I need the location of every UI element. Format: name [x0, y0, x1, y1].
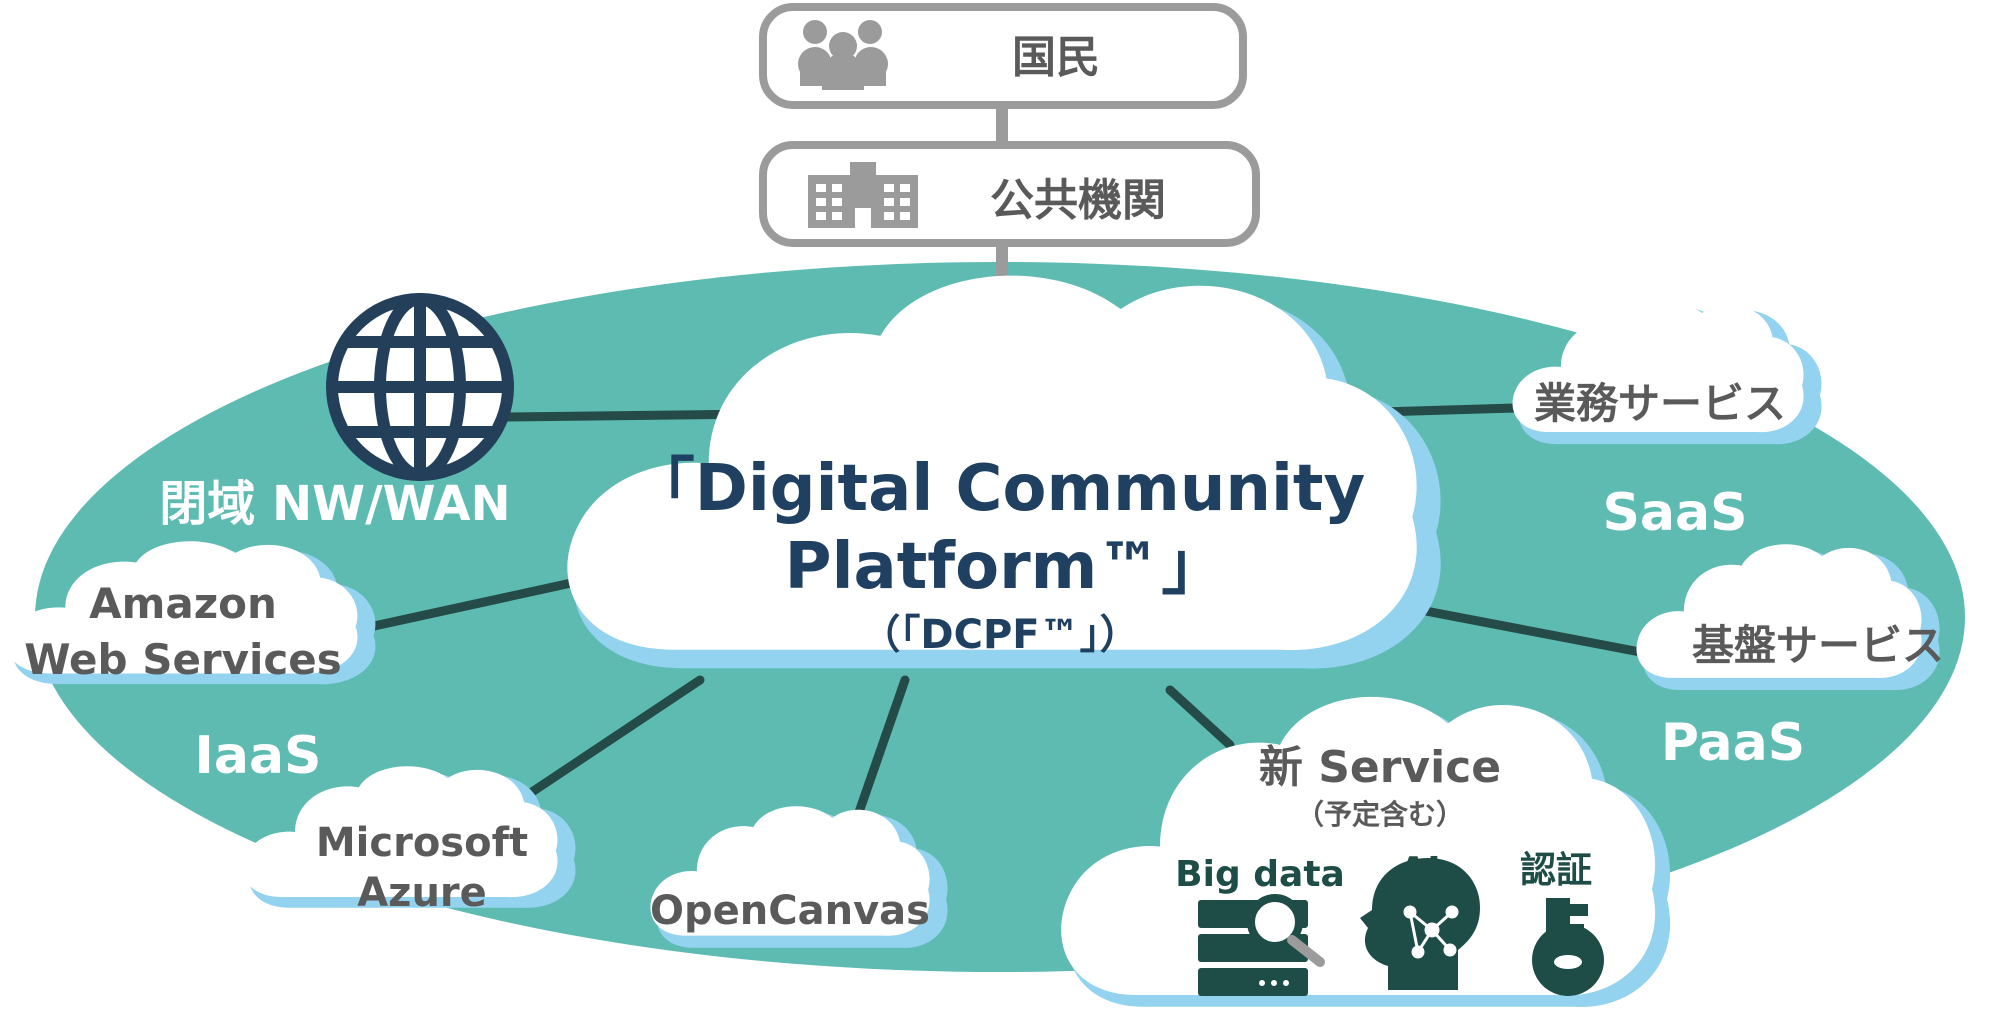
key-icon — [1532, 898, 1604, 996]
building-icon — [808, 162, 918, 228]
dcpf-title-line2: Platform™」 — [785, 530, 1226, 604]
ai-head-icon — [1360, 858, 1480, 990]
aws-cloud: Amazon Web Services — [7, 541, 376, 685]
azure-label-line1: Microsoft — [316, 820, 528, 866]
aws-label-line2: Web Services — [24, 635, 342, 684]
big-data-icon — [1198, 894, 1325, 996]
dcpf-title-line1: 「Digital Community — [631, 452, 1366, 526]
auth-label: 認証 — [1520, 850, 1592, 891]
dcpf-cloud: 「Digital Community Platform™」 （「DCPF™」） — [567, 275, 1441, 669]
dcpf-subtitle: （「DCPF™」） — [860, 612, 1139, 658]
globe-icon — [326, 293, 514, 481]
public-agencies-label: 公共機関 — [990, 175, 1166, 226]
paas-label: PaaS — [1661, 713, 1805, 773]
aws-label-line1: Amazon — [89, 579, 277, 628]
azure-cloud: Microsoft Azure — [242, 766, 576, 916]
business-services-label: 業務サービス — [1534, 379, 1786, 428]
people-icon — [798, 20, 889, 90]
citizens-box: 国民 — [759, 3, 1247, 109]
network-label: 閉域 NW/WAN — [159, 476, 510, 532]
new-service-note: （予定含む） — [1296, 798, 1464, 831]
paas-cloud: 基盤サービス — [1636, 544, 1944, 691]
opencanvas-label: OpenCanvas — [650, 888, 930, 934]
connector-lines — [360, 403, 1645, 820]
citizens-label: 国民 — [1012, 32, 1100, 83]
public-agencies-box: 公共機関 — [759, 141, 1260, 247]
new-service-cloud: 新 Service （予定含む） Big data AI 認証 — [1061, 696, 1671, 1007]
big-data-label: Big data — [1175, 854, 1345, 895]
new-service-title: 新 Service — [1259, 742, 1501, 793]
iaas-label: IaaS — [195, 726, 322, 786]
base-services-label: 基盤サービス — [1692, 621, 1944, 670]
saas-cloud: 業務サービス — [1512, 301, 1822, 445]
azure-label-line2: Azure — [357, 870, 487, 916]
saas-label: SaaS — [1602, 483, 1747, 543]
opencanvas-cloud: OpenCanvas — [650, 806, 948, 948]
